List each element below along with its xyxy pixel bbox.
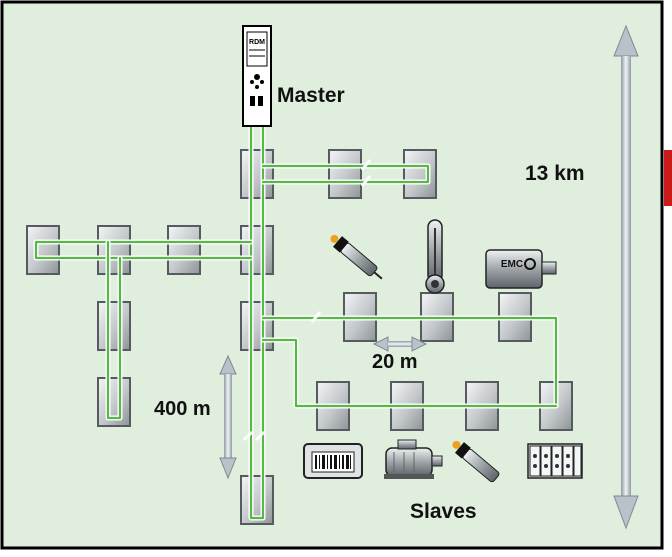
bus-cable <box>261 316 558 408</box>
motor-icon <box>384 439 443 479</box>
bus-cable <box>261 164 430 184</box>
slave-unit <box>240 301 274 351</box>
bus-cable <box>249 124 265 520</box>
master-display-text: RDM <box>249 39 265 46</box>
segment-length-label: 400 m <box>154 398 211 420</box>
inductive-sensor-icon <box>330 234 383 280</box>
slave-unit <box>167 225 201 275</box>
thermometer-icon <box>425 219 445 294</box>
slave-unit <box>97 301 131 351</box>
total-length-label: 13 km <box>525 162 585 185</box>
io-module-icon <box>527 443 583 479</box>
slaves-label: Slaves <box>410 500 477 523</box>
master-label: Master <box>277 84 345 107</box>
slave-unit <box>26 225 60 275</box>
spacing-label: 20 m <box>372 351 418 373</box>
slave-unit <box>240 149 274 199</box>
accent-bar <box>664 150 672 206</box>
barcode-reader-icon <box>303 443 363 479</box>
sensor-probe-icon <box>452 440 500 483</box>
motor-brand-label: EMC <box>501 259 523 270</box>
slave-unit <box>240 225 274 275</box>
horizontal-double-arrow-icon <box>372 336 428 352</box>
master-controller: RDM <box>242 25 272 127</box>
encoder-motor-icon: EMC <box>485 249 557 289</box>
bus-cable <box>34 240 253 260</box>
vertical-double-arrow-icon <box>613 24 639 530</box>
slave-unit <box>328 149 362 199</box>
slave-unit <box>97 225 131 275</box>
segment-length-arrow-icon <box>219 354 237 480</box>
bus-cable <box>261 338 558 408</box>
bus-cable <box>106 240 122 420</box>
slave-unit <box>403 149 437 199</box>
trunk-break-mark <box>242 159 372 442</box>
